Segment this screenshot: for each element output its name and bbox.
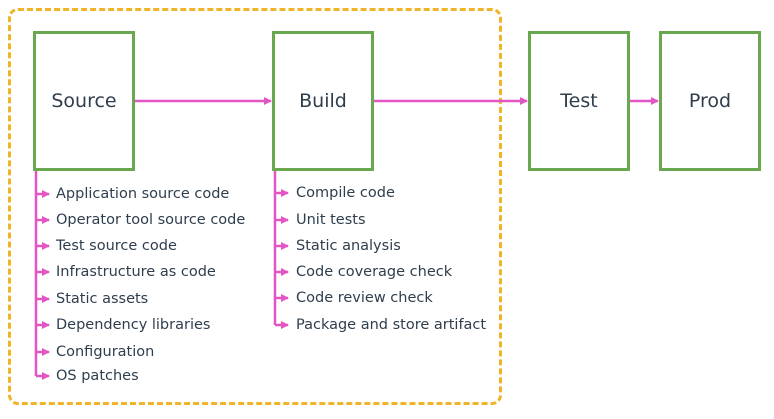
stage-test-box: Test bbox=[528, 31, 630, 171]
source-build-group-boundary bbox=[8, 8, 502, 405]
source-list-item: Dependency libraries bbox=[56, 317, 211, 333]
source-list-item: Test source code bbox=[56, 238, 177, 254]
source-list-item: OS patches bbox=[56, 368, 139, 384]
stage-source-label: Source bbox=[51, 90, 117, 112]
stage-prod-box: Prod bbox=[659, 31, 761, 171]
source-list-item: Static assets bbox=[56, 291, 149, 307]
build-list-item: Static analysis bbox=[296, 238, 401, 254]
build-list-item: Package and store artifact bbox=[296, 317, 487, 333]
build-list-item: Code coverage check bbox=[296, 264, 453, 280]
source-list-item: Operator tool source code bbox=[56, 212, 246, 228]
build-list-item: Unit tests bbox=[296, 212, 366, 228]
build-list-item: Compile code bbox=[296, 185, 395, 201]
source-list-item: Infrastructure as code bbox=[56, 264, 216, 280]
source-list-item: Configuration bbox=[56, 344, 155, 360]
stage-test-label: Test bbox=[560, 90, 598, 112]
stage-source-box: Source bbox=[33, 31, 135, 171]
stage-prod-label: Prod bbox=[688, 90, 732, 112]
stage-build-box: Build bbox=[272, 31, 374, 171]
source-list-item: Application source code bbox=[56, 186, 230, 202]
build-list-item: Code review check bbox=[296, 290, 433, 306]
stage-build-label: Build bbox=[299, 90, 347, 112]
